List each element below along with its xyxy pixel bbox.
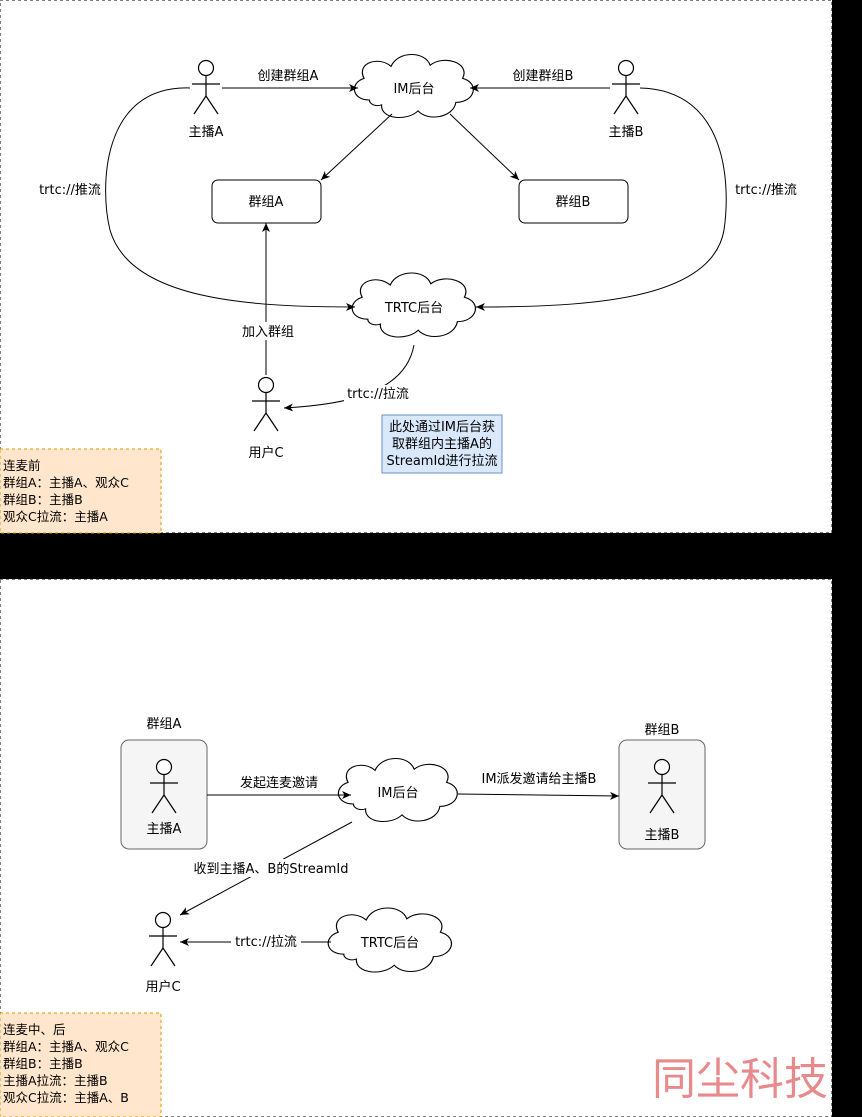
host-b-push-curve [475,87,727,311]
host-b-label: 主播B [645,828,680,843]
summary-before-line-4: 观众C拉流：主播A [3,509,108,524]
summary-during-line-4: 主播A拉流：主播B [3,1073,108,1088]
create-group-b-label: 创建群组B [513,69,574,84]
host-a-label: 主播A [189,125,224,140]
pull-stream-label-bg [231,933,301,951]
host-a-label: 主播A [147,822,182,837]
group-a-title: 群组A [147,717,182,732]
streamid-note-box [381,414,503,474]
join-group-label-bg [237,322,299,340]
summary-during-line-5: 观众C拉流：主播A、B [3,1090,129,1105]
group-b-title: 群组B [645,723,680,738]
receive-label-bg [190,859,352,877]
summary-during-line-3: 群组B：主播B [3,1056,83,1071]
note-line-3: StreamId进行拉流 [386,454,497,469]
trtc-backend-label: TRTC后台 [360,936,419,951]
group-b-label: 群组B [556,195,591,210]
host-b-push-label: trtc://推流 [735,183,797,198]
note-line-1: 此处通过IM后台获 [389,420,495,435]
summary-during-line-2: 群组A：主播A、观众C [3,1039,129,1054]
host-a-push-curve [105,87,356,311]
user-c-label: 用户C [248,445,283,461]
user-c-label: 用户C [145,979,180,995]
trtc-backend-label: TRTC后台 [384,301,443,316]
pull-stream-label-bg [344,385,414,403]
group-a-label: 群组A [249,195,284,210]
pull-stream-label: trtc://拉流 [235,935,297,950]
summary-before-line-1: 连麦前 [3,458,41,473]
panel-during-mic-link: 群组A 主播A 群组B 主播B IM后台 TRTC后台 用户C 发起连麦邀请 I… [0,578,833,1117]
dispatch-arrow [457,791,620,800]
create-group-a-label: 创建群组A [258,69,319,84]
panel-before-mic-link: IM后台 TRTC后台 主播A 主播B 群组A 群组B 用户C 创建群组A 创建… [0,0,833,534]
summary-before-line-2: 群组A：主播A、观众C [3,475,129,490]
host-a-push-label: trtc://推流 [39,183,101,198]
invite-label: 发起连麦邀请 [240,775,318,791]
im-to-group-b-arrow [449,113,520,181]
dispatch-label: IM派发邀请给主播B [482,771,597,787]
summary-during-box [0,1012,162,1117]
summary-before-box [0,448,162,534]
summary-during-line-1: 连麦中、后 [3,1022,66,1037]
receive-label: 收到主播A、B的StreamId [194,861,349,877]
im-to-group-a-arrow [320,113,393,181]
im-backend-label: IM后台 [393,82,434,97]
im-backend-label: IM后台 [377,786,418,801]
group-b-box [518,179,629,224]
summary-before-line-3: 群组B：主播B [3,492,83,507]
join-group-label: 加入群组 [242,325,294,340]
watermark-text: 同尘科技 [652,1054,828,1105]
host-b-label: 主播B [609,125,644,140]
pull-stream-label: trtc://拉流 [347,387,409,402]
note-line-2: 取群组内主播A的 [392,436,492,452]
